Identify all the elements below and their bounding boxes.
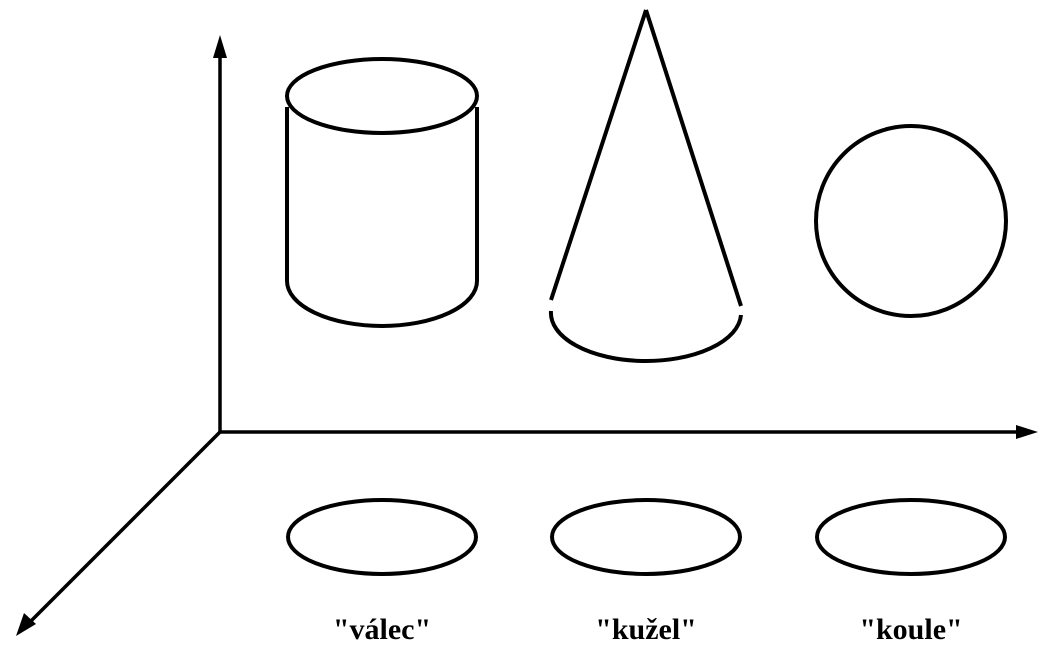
coordinate-axes (16, 35, 1038, 636)
depth-axis (28, 432, 220, 624)
cone-left-side (551, 10, 646, 300)
cylinder-projection-ellipse (288, 500, 476, 574)
sphere-projection-ellipse (817, 500, 1005, 574)
projection-ellipses (288, 500, 1005, 574)
depth-axis-arrowhead (16, 613, 36, 636)
cone-bottom-arc (551, 311, 741, 361)
cone-shape (551, 10, 741, 361)
cylinder-bottom-arc (287, 281, 477, 326)
vertical-axis-arrowhead (213, 35, 227, 58)
sphere-label: "koule" (859, 612, 962, 648)
cylinder-label: "válec" (333, 612, 431, 648)
horizontal-axis-arrowhead (1016, 425, 1038, 439)
cylinder-shape (287, 59, 477, 326)
sphere-shape (816, 126, 1006, 316)
cone-right-side (646, 10, 741, 306)
cone-projection-ellipse (552, 500, 740, 574)
cylinder-top-ellipse (287, 59, 477, 133)
cone-label: "kužel" (595, 612, 697, 648)
